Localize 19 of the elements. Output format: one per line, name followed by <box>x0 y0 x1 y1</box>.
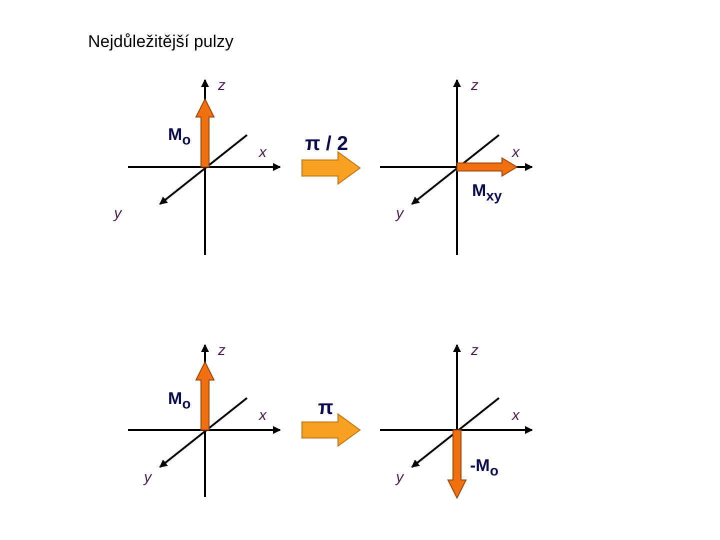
pulse-label: π / 2 <box>305 134 348 154</box>
vector-label: M$_{xy}$ <box>472 182 502 204</box>
axis-label: y <box>114 206 122 221</box>
axis-label: x <box>512 408 520 423</box>
axis-label: z <box>471 78 478 93</box>
vector-label: M$_{o}$ <box>168 126 191 148</box>
axis-label: x <box>259 408 266 423</box>
axis-label: z <box>471 343 478 358</box>
axis-label: y <box>144 470 152 485</box>
vector-label: -M$_{o}$ <box>470 457 498 479</box>
axis-label: y <box>396 470 404 485</box>
title: Nejdůležitější pulzy <box>88 33 234 50</box>
axis-label: x <box>259 145 266 160</box>
axis-label: x <box>512 145 520 160</box>
axis-label: z <box>218 78 226 93</box>
axis-label: y <box>396 206 404 221</box>
vector-label: M$_{o}$ <box>168 390 191 412</box>
pulse-label: π <box>318 398 334 418</box>
axis-label: z <box>218 343 226 358</box>
